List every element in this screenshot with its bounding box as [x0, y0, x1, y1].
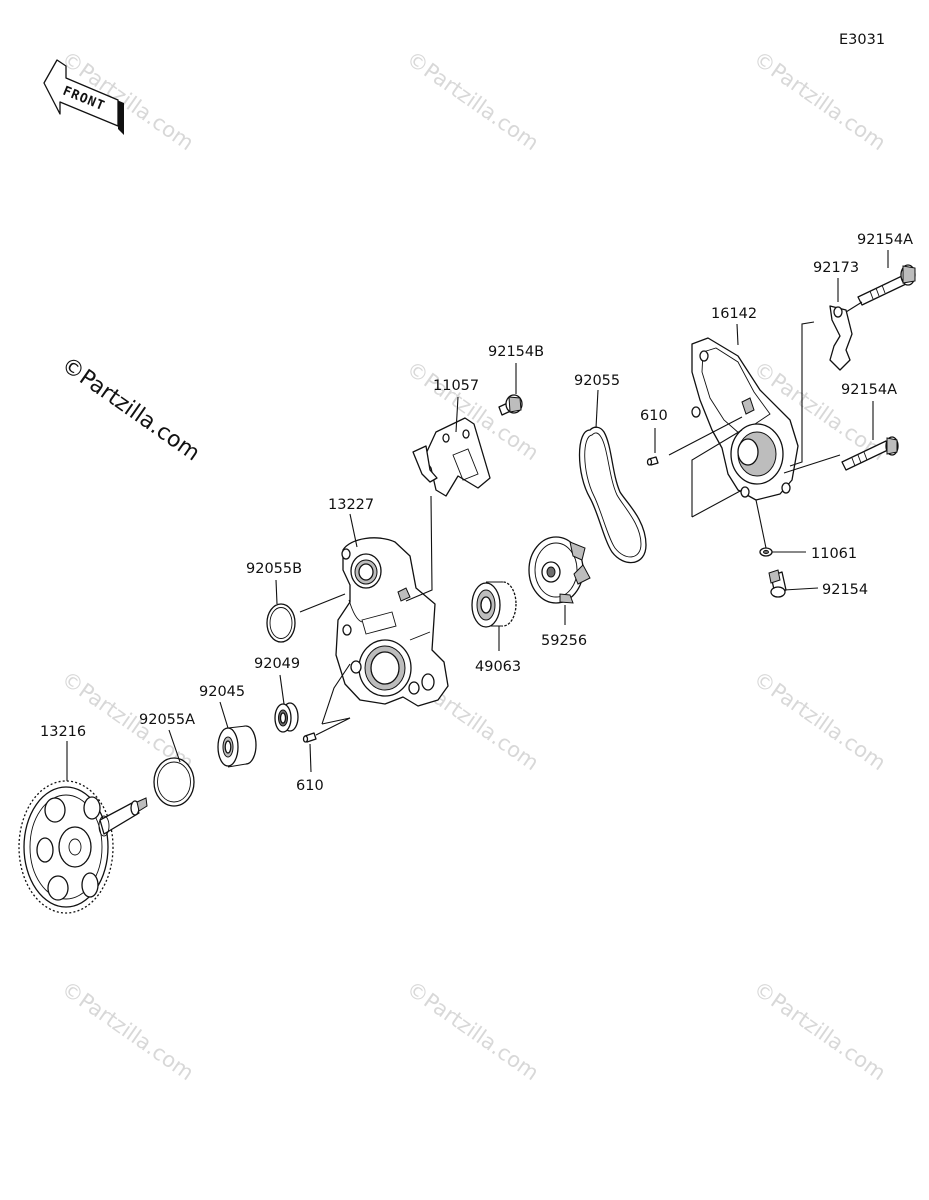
- leader-lines: [66, 250, 889, 781]
- label-92154A-mid: 92154A: [841, 382, 897, 398]
- oring-92055B: [266, 603, 296, 643]
- bolt-92154A-top: [857, 264, 916, 306]
- label-610-lower: 610: [296, 778, 324, 794]
- label-92154A-top: 92154A: [857, 232, 913, 248]
- label-92055B: 92055B: [246, 561, 302, 577]
- watermark: ©Partzilla.com: [749, 46, 890, 155]
- watermark: ©Partzilla.com: [749, 666, 890, 775]
- label-11061: 11061: [811, 546, 857, 562]
- label-92055: 92055: [574, 373, 620, 389]
- label-13227: 13227: [328, 497, 374, 513]
- bracket-11057: [412, 417, 491, 497]
- watermark: ©Partzilla.com: [402, 46, 543, 155]
- oil-seal-92049: [274, 702, 299, 733]
- oring-92055: [578, 426, 647, 564]
- label-92154: 92154: [822, 582, 868, 598]
- clamp-92173: [829, 305, 853, 371]
- bolt-92154B: [498, 394, 523, 416]
- label-16142: 16142: [711, 306, 757, 322]
- watermark-main: ©Partzilla.com: [57, 352, 205, 466]
- watermark: ©Partzilla.com: [402, 976, 543, 1085]
- oring-92055A: [153, 757, 195, 807]
- impeller-59256: [528, 536, 591, 604]
- label-92154B: 92154B: [488, 344, 544, 360]
- diagram-code: E3031: [839, 32, 885, 48]
- label-13216: 13216: [40, 724, 86, 740]
- label-610-upper: 610: [640, 408, 668, 424]
- dowel-pin-610-lower: [302, 732, 317, 743]
- part-labels: 13216 92055A 92045 92049 92055B 610 1322…: [40, 232, 913, 794]
- pump-housing-13227: [335, 537, 449, 707]
- washer-11061: [759, 547, 773, 557]
- pump-cover-16142: [691, 337, 799, 501]
- label-59256: 59256: [541, 633, 587, 649]
- drain-bolt-92154: [768, 569, 787, 598]
- watermark-layer: ©Partzilla.com ©Partzilla.com ©Partzilla…: [57, 46, 890, 1085]
- label-92045: 92045: [199, 684, 245, 700]
- bearing-92045: [217, 725, 257, 768]
- label-49063: 49063: [475, 659, 521, 675]
- dowel-pin-610-upper: [646, 456, 659, 466]
- bolt-92154A-mid: [841, 436, 899, 471]
- label-92173: 92173: [813, 260, 859, 276]
- label-11057: 11057: [433, 378, 479, 394]
- label-92055A: 92055A: [139, 712, 195, 728]
- gear-13216: [18, 780, 148, 914]
- mechanical-seal-49063: [471, 581, 517, 628]
- watermark: ©Partzilla.com: [57, 976, 198, 1085]
- label-92049: 92049: [254, 656, 300, 672]
- watermark: ©Partzilla.com: [749, 976, 890, 1085]
